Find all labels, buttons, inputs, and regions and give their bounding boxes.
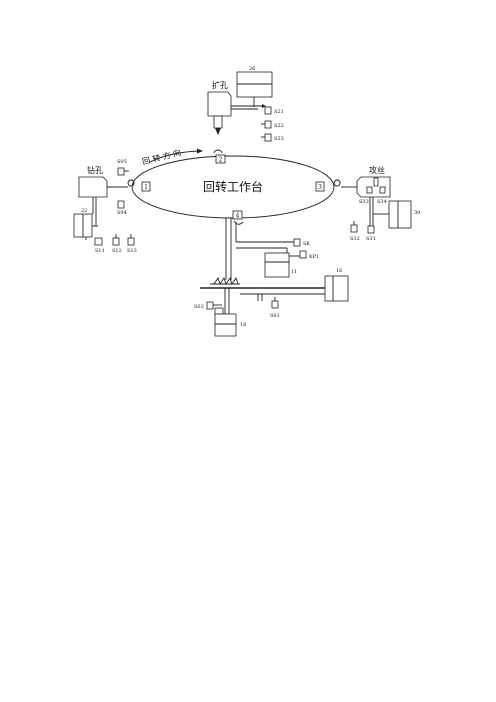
hook-top <box>213 149 223 154</box>
rotation-arrowhead <box>197 148 203 154</box>
tapping-cyl-number: 30 <box>414 210 420 216</box>
switch-s21-label: S21 <box>274 109 284 115</box>
pressure-relay-kp1-box <box>299 250 307 259</box>
switch-s33-label: S33 <box>359 199 369 205</box>
rotation-direction-arrow <box>149 150 201 163</box>
switch-s04-box <box>117 200 125 209</box>
tapping-motor <box>373 177 379 187</box>
switch-s31-label: S31 <box>366 236 376 242</box>
station-2-label: 2 <box>219 157 223 164</box>
station-4-box <box>232 210 243 220</box>
switch-s04-label: S04 <box>117 210 127 216</box>
reaming-tool-holder <box>213 115 223 129</box>
tapping-cylinder <box>388 200 412 229</box>
switch-s13-label: S13 <box>127 248 137 254</box>
reaming-feed-arrow <box>262 104 266 108</box>
lift-cylinder <box>214 313 237 337</box>
lift-cyl-number: 18 <box>240 322 246 328</box>
switch-s13-box <box>127 237 135 246</box>
switch-s12-label: S12 <box>112 248 122 254</box>
switch-s01-label: S01 <box>270 313 280 319</box>
station-2-box <box>215 154 226 164</box>
station-3-label: 3 <box>318 184 322 191</box>
station-1-box <box>141 181 151 192</box>
switch-s23-label: S23 <box>274 136 284 142</box>
switch-s32-box <box>350 224 358 233</box>
drilling-head <box>78 176 108 198</box>
switch-s05-box <box>117 167 125 176</box>
switch-s05-label: S05 <box>117 159 127 165</box>
rotation-direction-label: 回 转 方 向 <box>141 147 182 166</box>
switch-s03-box <box>206 301 214 310</box>
drilling-cyl-number: 22 <box>81 208 87 214</box>
switch-s11-box <box>94 237 103 246</box>
hook-left <box>127 179 135 187</box>
switch-s34-label: S34 <box>377 199 387 205</box>
switch-s21-box <box>264 106 272 115</box>
indexing-cylinder <box>324 275 349 302</box>
rotary-table-title: 回转工作台 <box>203 179 263 194</box>
station-1-label: 1 <box>144 184 148 191</box>
switch-s22-label: S22 <box>274 123 284 129</box>
reaming-cyl-number: 26 <box>249 66 255 72</box>
reaming-label: 扩孔 <box>212 80 228 90</box>
switch-s12-box <box>112 237 120 246</box>
switch-s31-box <box>367 225 375 234</box>
switch-s03-label: S03 <box>194 304 204 310</box>
switch-s01-box <box>271 300 279 309</box>
reaming-cylinder <box>236 71 273 98</box>
switch-sk-box <box>293 238 301 247</box>
switch-s34-box <box>379 186 386 194</box>
switch-s22-box <box>264 120 272 129</box>
station-4-label: 4 <box>236 213 240 220</box>
hook-bottom <box>233 220 244 225</box>
indexing-cyl-number: 16 <box>336 268 342 274</box>
reaming-tool-tip <box>215 128 221 135</box>
switch-s33-box <box>366 186 373 194</box>
switch-s23-box <box>264 133 272 142</box>
hook-right <box>333 179 341 187</box>
reaming-head <box>207 91 232 117</box>
clamp-cyl-number: 11 <box>291 269 297 275</box>
tapping-label: 攻丝 <box>369 165 385 175</box>
switch-s11-label: S11 <box>95 248 105 254</box>
pressure-relay-kp1-label: KP1 <box>309 254 319 260</box>
lift-cylinder-cap <box>214 307 224 315</box>
station-3-box <box>315 181 325 192</box>
clamp-cylinder <box>264 252 290 278</box>
switch-s32-label: S32 <box>350 236 360 242</box>
drilling-label: 钻孔 <box>87 165 103 175</box>
switch-sk-label: SK <box>303 241 310 247</box>
